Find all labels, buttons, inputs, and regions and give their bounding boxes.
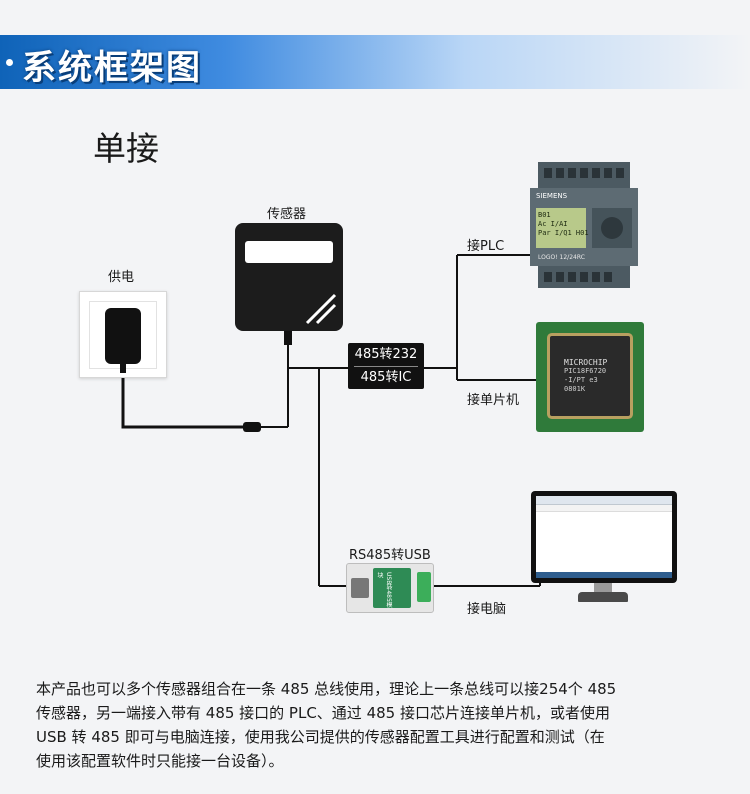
mcu-chip: MICROCHIP PIC18F6720 -I/PT e3 0801K	[550, 336, 630, 416]
terminal-block-icon	[417, 572, 431, 602]
converter-line2: 485转IC	[360, 370, 412, 385]
plc-model: LOGO! 12/24RC	[538, 254, 585, 261]
monitor-screen	[536, 496, 672, 578]
sensor-label: 传感器	[267, 207, 307, 222]
monitor-device	[531, 491, 677, 583]
description-line: USB 转 485 即可与电脑连接，使用我公司提供的传感器配置工具进行配置和测试…	[36, 728, 605, 746]
sensor-display	[245, 241, 333, 263]
protocol-converter: 485转232 485转IC	[348, 343, 424, 389]
usb-module-text: USB转485模块	[376, 572, 392, 608]
ferrite-bead-icon	[243, 422, 261, 432]
plc-brand: SIEMENS	[536, 192, 568, 200]
bullet-icon	[6, 59, 13, 66]
power-adapter-icon	[105, 308, 141, 364]
sensor-stripes-icon	[305, 293, 337, 325]
pc-label: 接电脑	[467, 602, 507, 617]
plc-screen: B01 Ac I/AI Par I/Q1 H01	[538, 211, 589, 237]
usb-plug-icon	[351, 578, 369, 598]
header-banner: 系统框架图	[0, 35, 750, 89]
description-paragraph: 本产品也可以多个传感器组合在一条 485 总线使用，理论上一条总线可以接254个…	[36, 677, 716, 773]
sensor-device	[235, 223, 343, 331]
usb-converter-label: RS485转USB	[349, 548, 431, 563]
description-line: 传感器，另一端接入带有 485 接口的 PLC、通过 485 接口芯片连接单片机…	[36, 704, 610, 722]
power-label: 供电	[108, 270, 135, 285]
page-title: 系统框架图	[22, 48, 202, 88]
mcu-label: 接单片机	[467, 393, 520, 408]
plc-label: 接PLC	[467, 239, 505, 254]
description-line: 使用该配置软件时只能接一台设备）。	[36, 752, 284, 770]
section-title: 单接	[93, 129, 159, 168]
converter-line1: 485转232	[354, 347, 418, 362]
usb-converter-device: USB转485模块	[346, 563, 434, 613]
description-line: 本产品也可以多个传感器组合在一条 485 总线使用，理论上一条总线可以接254个…	[36, 680, 617, 698]
plc-device: SIEMENS B01 Ac I/AI Par I/Q1 H01 LOGO! 1…	[530, 162, 638, 288]
mcu-board: MICROCHIP PIC18F6720 -I/PT e3 0801K	[536, 322, 644, 432]
monitor-stand	[578, 592, 628, 602]
